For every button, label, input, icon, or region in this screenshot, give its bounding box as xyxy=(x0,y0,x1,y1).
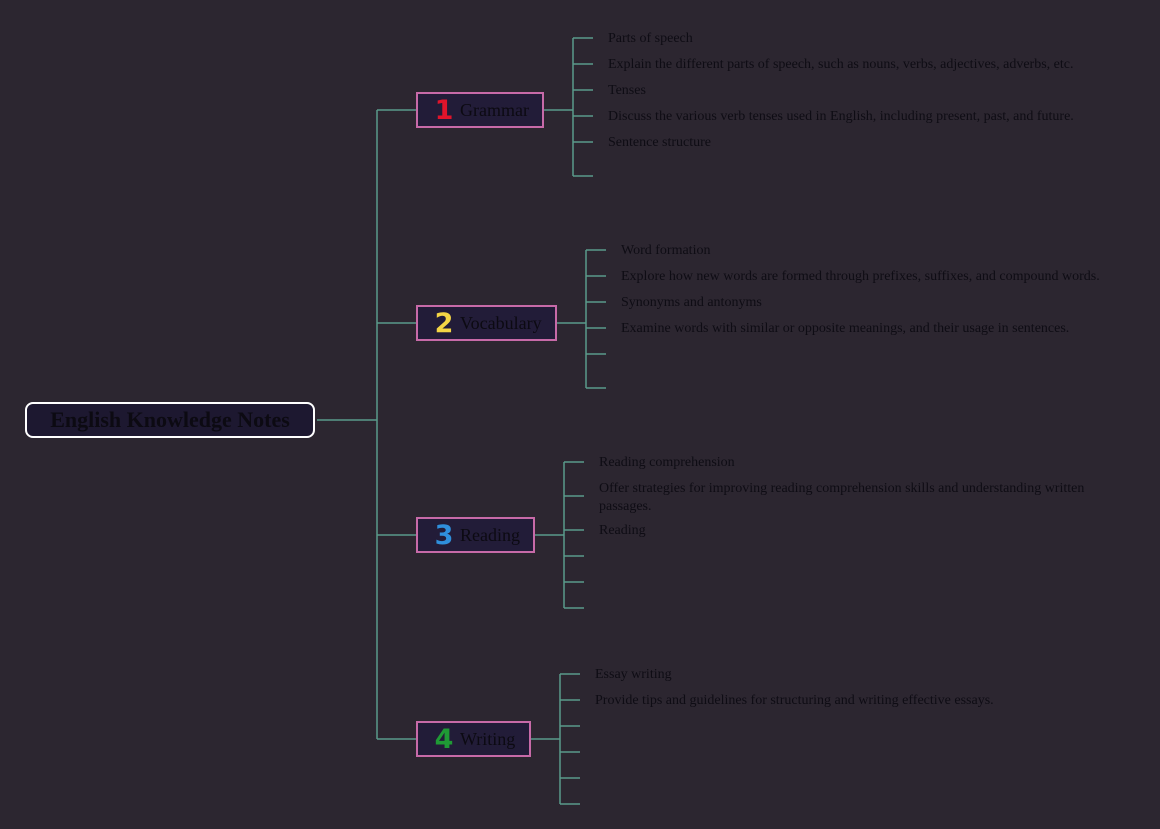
leaf-item[interactable]: Offer strategies for improving reading c… xyxy=(599,481,1085,514)
branch-reading[interactable]: 3 Reading xyxy=(416,517,535,553)
branch-writing[interactable]: 4 Writing xyxy=(416,721,531,757)
leaf-item[interactable]: Tenses xyxy=(608,83,646,98)
leaf-item[interactable]: Discuss the various verb tenses used in … xyxy=(608,109,1074,124)
branch-label: Vocabulary xyxy=(460,312,542,333)
leaf-item[interactable]: Explain the different parts of speech, s… xyxy=(608,57,1074,72)
branch-label: Grammar xyxy=(460,99,529,120)
leaf-item[interactable]: Reading comprehension xyxy=(599,455,735,470)
leaf-item[interactable]: Explore how new words are formed through… xyxy=(621,269,1100,284)
branch-vocabulary[interactable]: 2 Vocabulary xyxy=(416,305,557,341)
leaf-item[interactable]: Examine words with similar or opposite m… xyxy=(621,321,1070,336)
number-2-icon: 2 xyxy=(434,307,454,339)
branch-label: Writing xyxy=(460,728,516,749)
leaf-item[interactable]: Word formation xyxy=(621,243,711,258)
leaf-item[interactable]: Provide tips and guidelines for structur… xyxy=(595,693,994,708)
leaf-item[interactable]: Parts of speech xyxy=(608,31,693,46)
leaf-item[interactable]: Synonyms and antonyms xyxy=(621,295,762,310)
number-1-icon: 1 xyxy=(434,94,454,126)
root-topic-label: English Knowledge Notes xyxy=(50,407,290,432)
leaf-item[interactable]: Essay writing xyxy=(595,667,672,682)
leaf-item[interactable]: Sentence structure xyxy=(608,135,712,150)
number-4-icon: 4 xyxy=(434,723,454,755)
branch-grammar[interactable]: 1 Grammar xyxy=(416,92,544,128)
leaf-item[interactable]: Reading xyxy=(599,523,646,538)
number-3-icon: 3 xyxy=(434,519,454,551)
root-topic[interactable]: English Knowledge Notes xyxy=(25,402,315,438)
branch-label: Reading xyxy=(460,524,520,545)
